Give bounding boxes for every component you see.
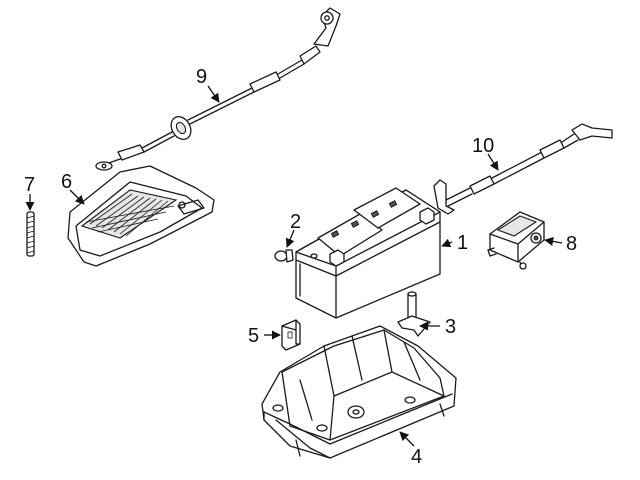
part-9-battery-cable xyxy=(95,7,341,171)
callout-1: 1 xyxy=(457,232,468,254)
callout-4: 4 xyxy=(411,446,422,468)
part-10-positive-cable xyxy=(433,123,613,215)
leader-10 xyxy=(487,153,499,171)
part-8-module xyxy=(487,211,545,270)
leader-8 xyxy=(544,236,563,246)
leader-1 xyxy=(441,238,453,248)
callout-labels: 1 2 3 4 5 6 7 8 9 10 xyxy=(24,66,577,468)
leader-2 xyxy=(285,229,295,248)
callout-8: 8 xyxy=(566,233,577,255)
part-7-stud xyxy=(26,211,35,257)
callout-6: 6 xyxy=(61,171,72,193)
part-1-battery xyxy=(295,187,441,319)
callout-10: 10 xyxy=(472,135,494,157)
part-4-battery-tray xyxy=(261,325,457,459)
leader-9 xyxy=(207,85,220,103)
callout-7: 7 xyxy=(24,174,35,196)
part-5-bracket xyxy=(281,319,301,351)
callout-9: 9 xyxy=(196,66,207,88)
part-2-clip xyxy=(274,249,294,263)
part-3-hold-down xyxy=(397,291,431,337)
leader-6 xyxy=(69,189,85,205)
callout-2: 2 xyxy=(290,211,301,233)
leader-4 xyxy=(399,431,415,447)
callout-3: 3 xyxy=(445,316,456,338)
part-6-battery-cover xyxy=(67,165,215,267)
callout-5: 5 xyxy=(248,325,259,347)
leader-lines xyxy=(25,85,563,447)
